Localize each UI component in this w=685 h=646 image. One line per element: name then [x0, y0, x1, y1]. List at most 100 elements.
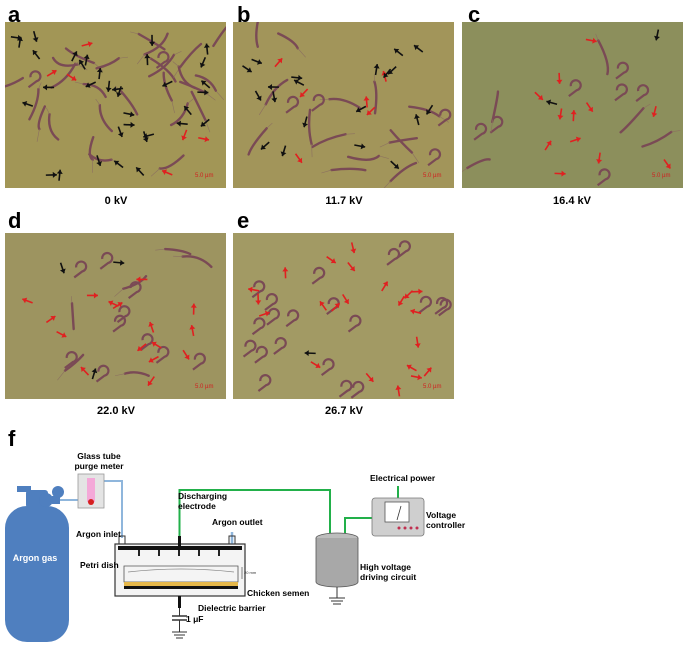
sperm-cell	[285, 309, 300, 328]
red-arrow	[46, 69, 57, 77]
sperm-cell	[614, 83, 628, 102]
sperm-cell	[568, 79, 582, 98]
sperm-cell	[311, 266, 326, 285]
red-arrow	[299, 88, 309, 98]
panel-e-scalebar: 5.0 µm	[423, 384, 442, 390]
sperm-cell	[311, 133, 355, 149]
red-arrow	[274, 57, 283, 68]
sperm-cell	[64, 351, 78, 369]
red-arrow	[147, 376, 155, 387]
sperm-cell	[490, 90, 500, 133]
sperm-cell	[264, 293, 278, 311]
sperm-cell	[311, 93, 325, 112]
black-arrow	[546, 99, 558, 106]
sperm-cell	[50, 59, 83, 89]
sperm-cell	[595, 33, 610, 76]
black-arrow	[117, 126, 124, 138]
sperm-cell	[258, 78, 289, 116]
red-arrow	[86, 292, 98, 299]
chicken-semen-label: Chicken semen	[247, 588, 310, 598]
argon-cylinder	[5, 506, 69, 642]
panel-c-caption: 16.4 kV	[553, 195, 591, 207]
panel-b-letter: b	[237, 2, 251, 27]
black-arrow	[199, 56, 207, 68]
red-arrow	[81, 41, 93, 48]
sperm-cell	[150, 154, 185, 177]
red-arrow	[395, 385, 402, 397]
black-arrow	[113, 259, 125, 266]
panel-d-image	[5, 233, 226, 399]
panel-a-caption: 0 kV	[104, 195, 128, 207]
sperm-cell	[427, 148, 442, 167]
sperm-cell	[194, 74, 225, 101]
black-arrow	[71, 50, 78, 62]
panel-a-letter: a	[8, 2, 21, 27]
red-arrow	[381, 281, 389, 292]
red-arrow	[255, 293, 262, 305]
red-arrow	[326, 256, 337, 264]
red-arrow	[397, 295, 405, 306]
black-arrow	[96, 68, 103, 80]
red-arrow	[258, 310, 270, 317]
sperm-cell	[46, 107, 60, 141]
red-arrow	[136, 343, 147, 352]
panel-e-image	[233, 233, 454, 399]
electrical-power-label: Electrical power	[370, 473, 436, 483]
red-arrow	[190, 303, 197, 315]
red-arrow	[557, 108, 564, 120]
black-arrow	[304, 350, 316, 357]
panel-d-letter: d	[8, 208, 22, 233]
red-arrow	[414, 336, 421, 348]
black-arrow	[414, 114, 420, 126]
red-arrow	[596, 152, 603, 164]
red-arrow	[554, 170, 566, 177]
red-arrow	[310, 361, 321, 369]
black-arrow	[10, 34, 22, 41]
black-arrow	[354, 143, 366, 150]
panel-a-scalebar: 5.0 µm	[195, 173, 214, 179]
sperm-cell	[173, 255, 213, 269]
sperm-cell	[36, 105, 47, 142]
sperm-cell	[273, 337, 287, 355]
high-voltage-label: High voltage driving circuit	[360, 562, 417, 582]
panel-f-letter: f	[8, 426, 16, 451]
red-arrow	[148, 355, 159, 363]
sperm-cell	[418, 295, 433, 314]
sperm-cell	[462, 158, 491, 173]
red-arrow	[663, 159, 672, 169]
sperm-cell	[635, 84, 650, 102]
black-arrow	[271, 91, 278, 103]
red-arrow	[544, 140, 552, 151]
red-arrow	[56, 330, 67, 338]
sperm-cell	[251, 317, 266, 336]
black-arrow	[254, 90, 262, 101]
panel-d-scalebar: 5.0 µm	[195, 384, 214, 390]
black-arrow	[123, 111, 135, 118]
red-arrow	[585, 102, 594, 113]
sperm-cell	[255, 22, 259, 48]
black-arrow	[162, 80, 173, 88]
sperm-cell	[285, 95, 300, 114]
sperm-cell	[383, 161, 418, 188]
red-arrow	[108, 300, 119, 307]
sperm-cell	[28, 82, 42, 121]
black-arrow	[135, 166, 145, 176]
red-arrow	[406, 364, 417, 372]
black-arrow	[83, 54, 90, 66]
black-arrow	[413, 44, 424, 53]
red-arrow	[410, 308, 422, 315]
sperm-cell	[596, 168, 611, 187]
sperm-cell	[192, 352, 206, 371]
red-arrow	[148, 321, 155, 333]
sperm-cell	[473, 122, 488, 141]
black-arrow	[78, 59, 86, 70]
sperm-cell	[321, 167, 367, 174]
black-arrow	[105, 80, 112, 92]
panel-e-caption: 26.7 kV	[325, 405, 363, 417]
black-arrow	[56, 169, 63, 181]
black-arrow	[654, 29, 660, 41]
sperm-cell	[277, 32, 306, 58]
red-arrow	[404, 290, 414, 299]
red-arrow	[342, 294, 350, 305]
black-arrow	[85, 81, 97, 88]
